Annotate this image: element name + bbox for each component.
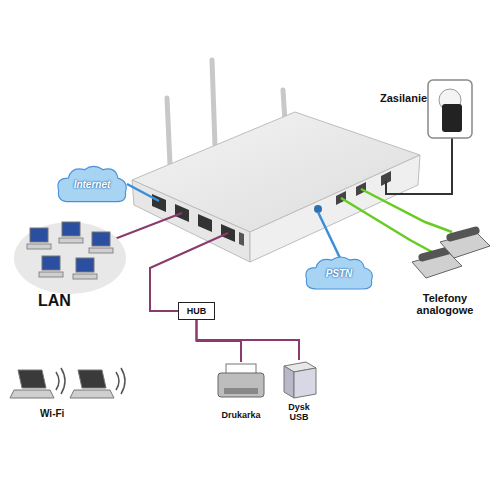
internet-wire	[127, 184, 159, 201]
usb-disk-node: Dysk USB	[280, 360, 318, 422]
laptop	[10, 368, 65, 398]
printer-node: Drukarka	[214, 362, 268, 420]
laptop	[70, 368, 125, 398]
wifi-label: Wi-Fi	[40, 408, 100, 419]
computer	[73, 258, 97, 279]
printer	[218, 364, 264, 397]
node-text: Dysk USB	[280, 402, 318, 422]
node-text: Drukarka	[214, 410, 268, 420]
usb-disk	[284, 362, 316, 398]
power-plug	[442, 104, 462, 132]
node-text: HUB	[187, 306, 207, 316]
computer	[89, 232, 113, 253]
ethernet-port	[152, 194, 166, 212]
phones-label: Telefony analogowe	[404, 292, 486, 316]
computer	[59, 222, 83, 243]
lan-label: LAN	[38, 292, 98, 310]
phone-wire	[341, 198, 432, 252]
usb-port	[239, 232, 244, 246]
node-text: Internet	[55, 163, 129, 205]
antenna	[167, 98, 170, 165]
pstn-port	[314, 205, 322, 213]
computer	[39, 256, 63, 277]
internet-cloud: Internet	[55, 163, 129, 205]
hub-box: HUB	[178, 302, 215, 320]
analog-phone	[440, 226, 490, 258]
power-label: Zasilanie	[380, 92, 440, 104]
ethernet-port	[198, 214, 212, 232]
hub-connector	[197, 320, 242, 362]
router-top	[132, 112, 420, 232]
antenna	[212, 60, 215, 146]
pstn-cloud: PSTN	[303, 254, 375, 292]
pstn-wire	[318, 212, 340, 258]
phone-wire	[361, 189, 452, 232]
power-outlet	[428, 80, 472, 138]
lan-backdrop	[14, 222, 126, 294]
computer	[27, 228, 51, 249]
router-side	[250, 155, 420, 262]
lan-wire	[112, 213, 182, 240]
hub-wire	[150, 233, 228, 311]
node-text: PSTN	[303, 254, 375, 292]
power-cable	[386, 133, 452, 194]
hub-connector	[197, 320, 300, 360]
